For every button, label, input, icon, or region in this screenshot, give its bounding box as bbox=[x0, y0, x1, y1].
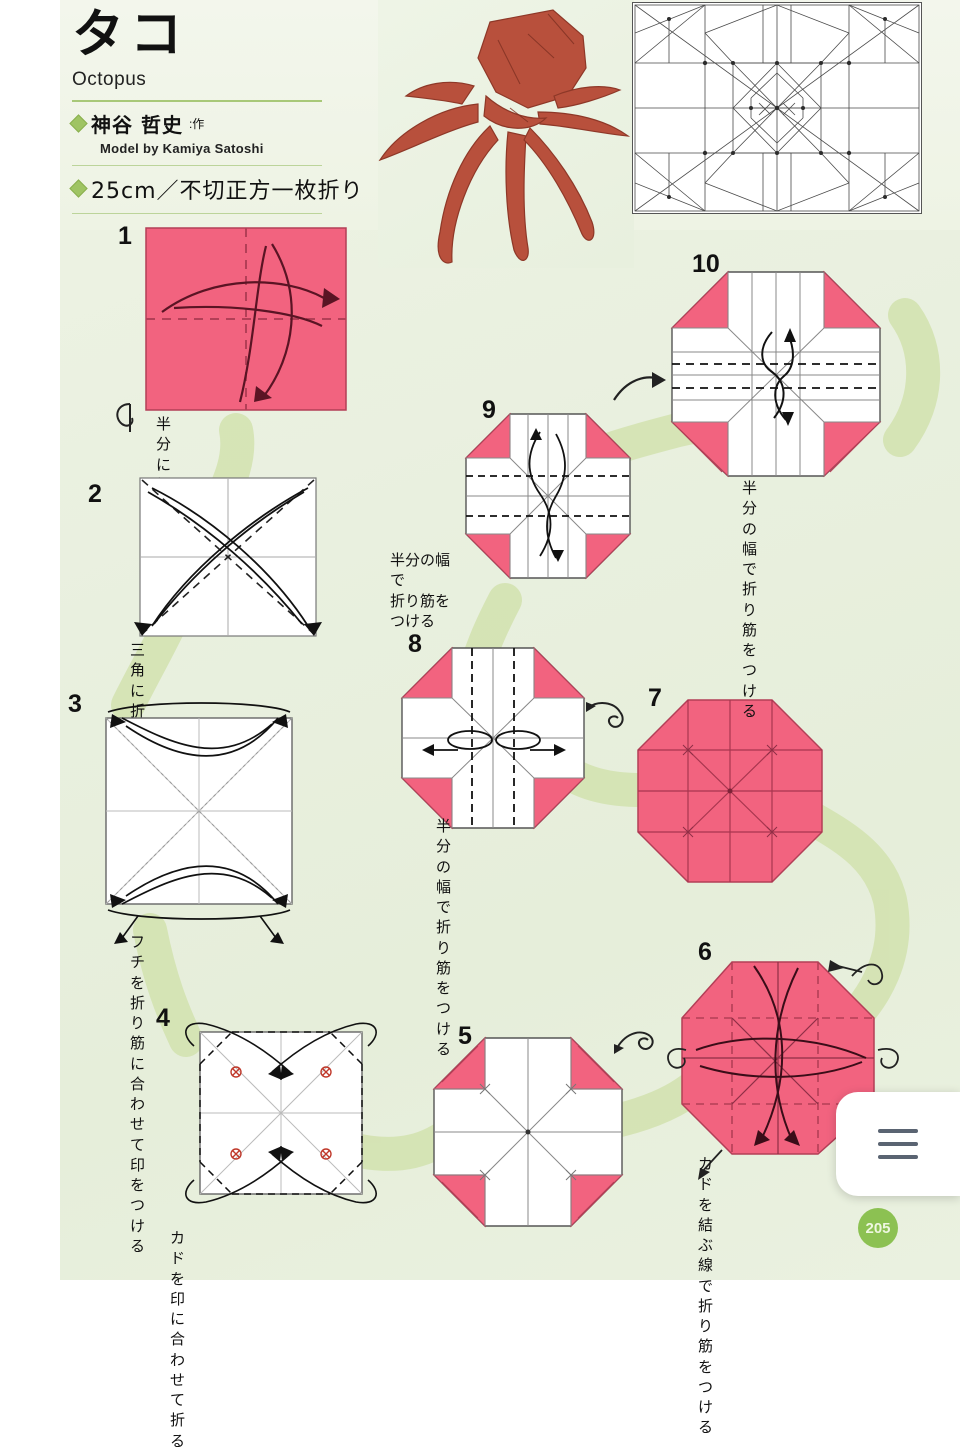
step-8-diagram bbox=[400, 646, 586, 830]
step-3-diagram bbox=[105, 702, 293, 944]
step-5-number: 5 bbox=[458, 1022, 472, 1050]
step-9-diagram bbox=[464, 412, 632, 580]
step-2-diagram bbox=[134, 477, 322, 637]
step-6-number: 6 bbox=[698, 938, 712, 966]
step-9-number: 9 bbox=[482, 396, 496, 424]
step-7-diagram bbox=[637, 699, 823, 883]
author-suffix: :作 bbox=[188, 116, 205, 131]
author-name-jp: 神谷 哲史 bbox=[91, 112, 183, 137]
author-name-en: Model by Kamiya Satoshi bbox=[100, 140, 264, 156]
author-row: 神谷 哲史 :作 bbox=[69, 109, 372, 138]
finished-model-photo bbox=[378, 0, 634, 268]
step-1-number: 1 bbox=[118, 222, 132, 250]
step-8-number: 8 bbox=[408, 630, 422, 658]
diamond-bullet-icon-2 bbox=[69, 179, 88, 198]
hamburger-line-1 bbox=[878, 1129, 918, 1133]
step-10-caption: 半分の幅で 折り筋をつける bbox=[742, 479, 758, 720]
step-8-caption: 半分の幅で 折り筋をつける bbox=[436, 817, 452, 1058]
step-7-number: 7 bbox=[648, 684, 662, 712]
crease-pattern-diagram bbox=[632, 2, 922, 214]
flow-arrow-9-to-10 bbox=[613, 372, 666, 401]
diamond-bullet-icon bbox=[69, 113, 88, 133]
floating-menu-button[interactable] bbox=[836, 1092, 960, 1196]
step-3-number: 3 bbox=[68, 690, 82, 718]
page-title-en: Octopus bbox=[72, 68, 147, 90]
step-2-number: 2 bbox=[88, 480, 102, 508]
step-10-number: 10 bbox=[692, 250, 720, 278]
step-5-turnover-icon bbox=[614, 1031, 654, 1054]
page-number-badge: 205 bbox=[858, 1208, 898, 1248]
step-1-turnover-icon bbox=[116, 403, 134, 432]
step-6-caption: カドを結ぶ線で 折り筋をつける bbox=[698, 1155, 714, 1437]
step-8-turnover-icon bbox=[586, 702, 624, 728]
step-4-caption: カドを印に合わせて折る bbox=[170, 1229, 186, 1450]
step-10-diagram bbox=[670, 270, 882, 478]
step-3-caption: フチを折り筋に 合わせて印をつける bbox=[130, 933, 146, 1255]
origami-instruction-page: タコ Octopus 神谷 哲史 :作 Model by Kamiya Sato… bbox=[60, 0, 960, 1450]
step-4-diagram bbox=[185, 1022, 377, 1204]
step-5-diagram bbox=[432, 1036, 624, 1228]
hamburger-line-3 bbox=[878, 1155, 918, 1159]
hamburger-line-2 bbox=[878, 1142, 918, 1146]
step-9-caption: 半分の幅で 折り筋をつける bbox=[390, 551, 451, 630]
step-1-diagram bbox=[145, 227, 347, 411]
spec-row: 25cm／不切正方一枚折り bbox=[69, 173, 372, 205]
paper-spec: 25cm／不切正方一枚折り bbox=[91, 178, 364, 204]
header: タコ Octopus 神谷 哲史 :作 Model by Kamiya Sato… bbox=[69, 5, 372, 221]
page-title-jp: タコ bbox=[72, 5, 189, 65]
bottom-divider bbox=[72, 212, 322, 214]
step-4-number: 4 bbox=[156, 1004, 170, 1032]
header-divider bbox=[72, 99, 322, 102]
spec-divider bbox=[72, 164, 322, 166]
